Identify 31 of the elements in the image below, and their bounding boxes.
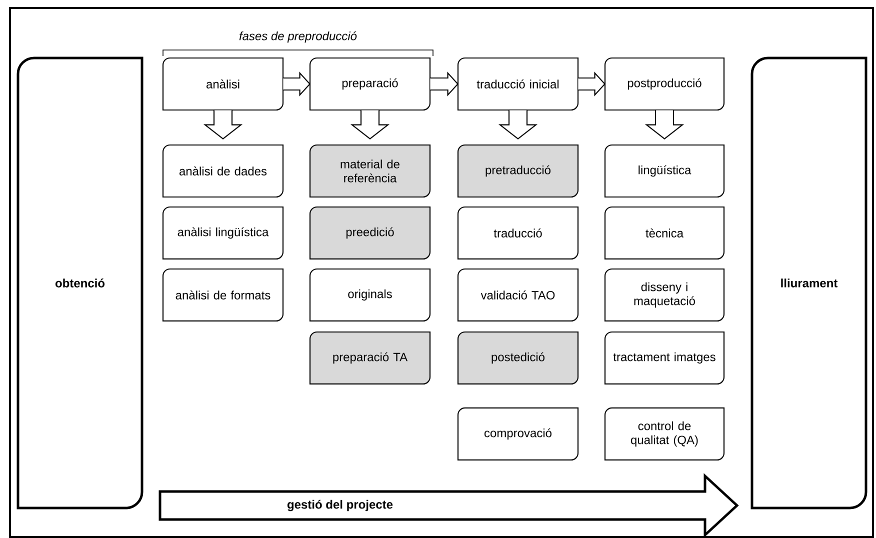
process-box: validació TAO: [457, 268, 579, 322]
side-panel: lliurament: [750, 56, 868, 510]
block-arrow: [498, 110, 538, 140]
side-panel: obtenció: [16, 56, 144, 510]
process-box: anàlisi: [162, 57, 284, 111]
process-box: preparació TA: [309, 331, 431, 385]
process-box: control de qualitat (QA): [604, 407, 725, 461]
process-box: preedició: [309, 206, 431, 260]
process-box: anàlisi lingüística: [162, 206, 284, 260]
process-box: preparació: [309, 57, 431, 111]
process-box: traducció: [457, 206, 579, 260]
block-arrow: [350, 110, 390, 140]
process-box: traducció inicial: [457, 57, 579, 111]
block-arrow: [430, 72, 459, 96]
process-box: material de referència: [309, 144, 431, 198]
block-arrow: [578, 72, 606, 96]
block-arrow: [644, 110, 684, 140]
process-box: postedició: [457, 331, 579, 385]
process-box: lingüística: [604, 144, 725, 198]
block-arrow: [282, 72, 311, 96]
process-box: disseny i maquetació: [604, 268, 725, 322]
process-box: tractament imatges: [604, 331, 725, 385]
process-box: anàlisi de dades: [162, 144, 284, 198]
process-box: originals: [309, 268, 431, 322]
process-box: postproducció: [604, 57, 725, 111]
process-box: pretraducció: [457, 144, 579, 198]
bracket-label: fases de preproducció: [239, 31, 357, 43]
process-box: comprovació: [457, 407, 579, 461]
process-box: anàlisi de formats: [162, 268, 284, 322]
block-arrow: [203, 110, 243, 140]
process-box: tècnica: [604, 206, 725, 260]
